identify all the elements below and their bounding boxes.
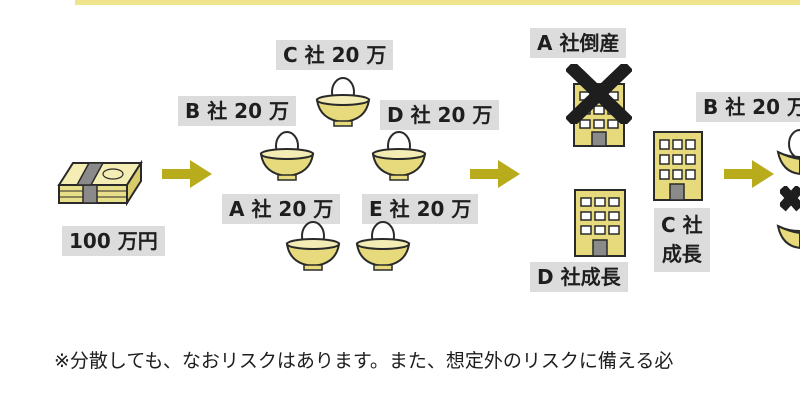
building-icon xyxy=(650,128,706,206)
company-b-right-label: B 社 20 万 xyxy=(696,92,800,122)
rice-bowl-egg-icon xyxy=(314,74,372,132)
money-bundle-icon xyxy=(55,155,145,211)
company-e-label: E 社 20 万 xyxy=(362,194,479,224)
rice-bowl-egg-icon xyxy=(776,126,800,184)
x-mark-icon xyxy=(564,60,634,128)
rice-bowl-egg-icon xyxy=(370,128,428,186)
company-c-growth-line2: 成長 xyxy=(661,242,702,266)
building-icon xyxy=(571,186,629,262)
company-a-bankrupt-label: A 社倒産 xyxy=(530,28,627,58)
footnote-text: ※分散しても、なおリスクはあります。また、想定外のリスクに備える必 xyxy=(54,350,674,372)
company-d-label: D 社 20 万 xyxy=(380,100,500,130)
arrow-right-icon xyxy=(724,158,776,194)
rice-bowl-egg-icon xyxy=(284,218,342,276)
rice-bowl-egg-icon xyxy=(776,214,800,266)
company-c-growth-label: C 社 成長 xyxy=(654,208,710,272)
company-b-label: B 社 20 万 xyxy=(178,96,296,126)
rice-bowl-egg-icon xyxy=(258,128,316,186)
x-mark-icon xyxy=(778,184,800,230)
company-d-growth-label: D 社成長 xyxy=(530,262,628,292)
company-c-growth-line1: C 社 xyxy=(661,213,703,237)
money-label: 100 万円 xyxy=(62,226,165,256)
arrow-right-icon xyxy=(470,158,522,194)
rice-bowl-egg-icon xyxy=(354,218,412,276)
top-accent-bar xyxy=(75,0,800,5)
company-a-label: A 社 20 万 xyxy=(222,194,341,224)
company-c-label: C 社 20 万 xyxy=(276,40,394,70)
arrow-right-icon xyxy=(162,158,214,194)
